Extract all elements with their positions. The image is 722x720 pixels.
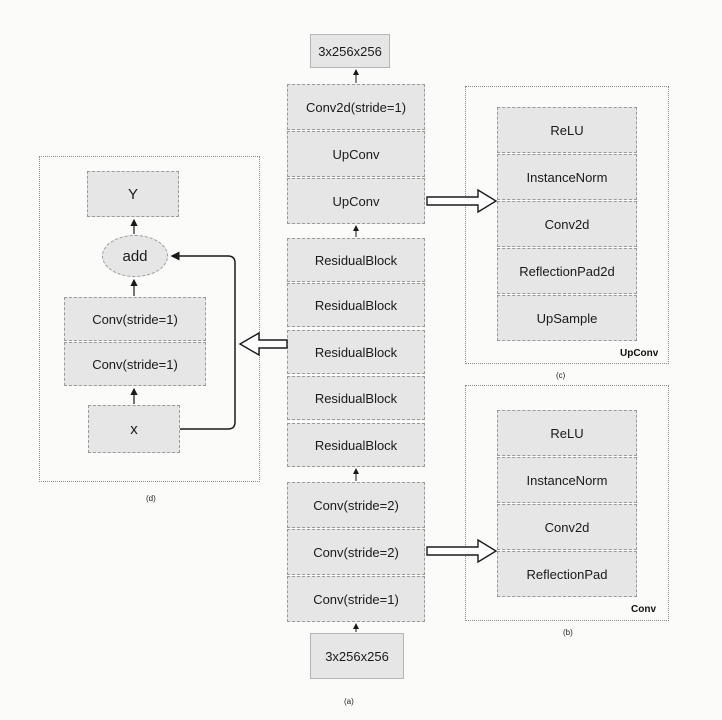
upconv-conv2d: Conv2d xyxy=(497,201,637,247)
layer-conv-stride2-1: Conv(stride=2) xyxy=(287,482,425,528)
conv-reflectionpad: ReflectionPad xyxy=(497,551,637,597)
layer-upconv-2: UpConv xyxy=(287,178,425,224)
residual-add-node: add xyxy=(102,235,168,277)
conv-instancenorm: InstanceNorm xyxy=(497,457,637,503)
residual-conv-1: Conv(stride=1) xyxy=(64,297,206,341)
hollow-arrow-to-residual xyxy=(238,331,288,357)
layer-conv-stride1: Conv(stride=1) xyxy=(287,576,425,622)
upconv-tag: UpConv xyxy=(620,348,659,359)
caption-a: (a) xyxy=(344,697,354,706)
layer-residual-block-4: ResidualBlock xyxy=(287,376,425,420)
caption-c: (c) xyxy=(556,371,566,380)
layer-conv-stride2-2: Conv(stride=2) xyxy=(287,529,425,575)
hollow-arrow-to-upconv xyxy=(426,188,498,214)
layer-residual-block-3: ResidualBlock xyxy=(287,330,425,374)
upconv-upsample: UpSample xyxy=(497,295,637,341)
layer-residual-block-5: ResidualBlock xyxy=(287,423,425,467)
residual-x-node: x xyxy=(88,405,180,453)
residual-block-frame xyxy=(39,156,260,482)
residual-conv-2: Conv(stride=1) xyxy=(64,342,206,386)
conv-tag: Conv xyxy=(631,604,656,615)
skip-connection xyxy=(170,251,236,430)
layer-residual-block-2: ResidualBlock xyxy=(287,283,425,327)
layer-upconv-1: UpConv xyxy=(287,131,425,177)
conv-relu: ReLU xyxy=(497,410,637,456)
upconv-relu: ReLU xyxy=(497,107,637,153)
caption-d: (d) xyxy=(146,494,156,503)
upconv-reflectionpad2d: ReflectionPad2d xyxy=(497,248,637,294)
upconv-frame xyxy=(465,86,669,364)
output-node: 3x256x256 xyxy=(310,34,390,68)
conv-conv2d: Conv2d xyxy=(497,504,637,550)
upconv-instancenorm: InstanceNorm xyxy=(497,154,637,200)
layer-conv2d-stride1: Conv2d(stride=1) xyxy=(287,84,425,130)
hollow-arrow-to-conv xyxy=(426,538,498,564)
layer-residual-block-1: ResidualBlock xyxy=(287,238,425,282)
caption-b: (b) xyxy=(563,628,573,637)
residual-y-node: Y xyxy=(87,171,179,217)
conv-frame xyxy=(465,385,669,621)
input-node: 3x256x256 xyxy=(310,633,404,679)
